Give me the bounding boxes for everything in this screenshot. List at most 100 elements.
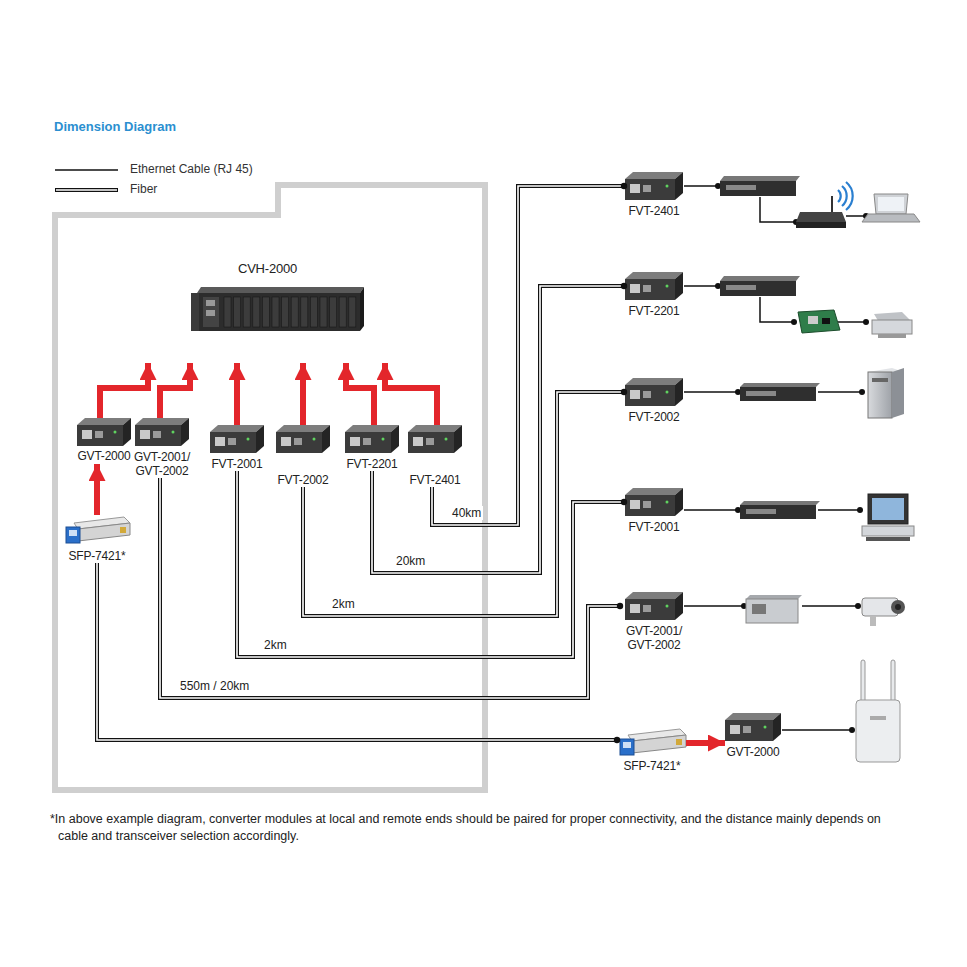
converter-module: FVT-2002 bbox=[625, 378, 683, 424]
fiber-core bbox=[432, 186, 625, 525]
chassis-slot bbox=[282, 297, 289, 327]
distance-label: 2km bbox=[262, 638, 289, 652]
fiber-cable bbox=[237, 471, 625, 657]
node-label: SFP-7421* bbox=[618, 759, 686, 773]
desktop-pc bbox=[862, 494, 914, 541]
chassis-slot bbox=[234, 297, 241, 327]
chassis bbox=[191, 287, 364, 331]
chassis-slot bbox=[253, 297, 260, 327]
node-label: GVT-2001/ GVT-2002 bbox=[622, 624, 686, 652]
converter-icon bbox=[77, 418, 131, 446]
insert-arrow bbox=[94, 464, 100, 515]
chassis-node: CVH-2000 bbox=[140, 262, 395, 362]
distance-label: 550m / 20km bbox=[178, 679, 251, 693]
footnote: *In above example diagram, converter mod… bbox=[50, 811, 898, 845]
chassis-slot bbox=[349, 297, 356, 327]
converter-icon bbox=[625, 378, 683, 406]
chassis-slot bbox=[243, 297, 250, 327]
converter-module: FVT-2401 bbox=[408, 425, 462, 487]
printer bbox=[872, 312, 912, 338]
node-label: FVT-2001 bbox=[625, 520, 683, 534]
legend-text: Ethernet Cable (RJ 45) bbox=[130, 162, 253, 176]
converter-module: FVT-2201 bbox=[345, 425, 399, 471]
converter-module: FVT-2201 bbox=[625, 272, 683, 318]
distance-label: 2km bbox=[330, 597, 357, 611]
node-label: GVT-2001/ GVT-2002 bbox=[130, 450, 194, 478]
converter-icon bbox=[725, 713, 781, 741]
fiber-end-dot bbox=[621, 283, 627, 289]
fiber-core bbox=[303, 392, 625, 616]
chassis-slot bbox=[330, 297, 337, 327]
converter-icon bbox=[345, 425, 399, 453]
insert-arrow bbox=[346, 363, 374, 425]
cable-dot bbox=[715, 183, 869, 733]
chassis-slot bbox=[301, 297, 308, 327]
chassis-slot bbox=[272, 297, 279, 327]
ethernet-sample bbox=[55, 169, 118, 171]
fiber-end-dot bbox=[617, 603, 623, 609]
video-server bbox=[746, 595, 802, 623]
converter-module: FVT-2001 bbox=[625, 488, 683, 534]
node-label: FVT-2401 bbox=[625, 204, 683, 218]
fiber-core bbox=[97, 563, 618, 740]
converter-icon bbox=[625, 488, 683, 516]
converter-icon bbox=[210, 425, 264, 453]
ethernet-cable bbox=[684, 186, 866, 730]
pc-tower bbox=[868, 368, 904, 418]
node-label: FVT-2002 bbox=[625, 410, 683, 424]
insert-arrow bbox=[234, 363, 240, 425]
converter-module: FVT-2002 bbox=[276, 425, 330, 487]
distance-label: 20km bbox=[394, 554, 427, 568]
converter-module: GVT-2001/ GVT-2002 bbox=[621, 592, 687, 652]
converter-icon bbox=[276, 425, 330, 453]
fiber-end-dot bbox=[621, 183, 627, 189]
node-label: CVH-2000 bbox=[140, 262, 395, 276]
fiber-end-dot bbox=[614, 737, 620, 743]
node-label: FVT-2401 bbox=[408, 473, 462, 487]
insert-arrow bbox=[100, 363, 148, 418]
fiber-sample-core bbox=[56, 189, 117, 191]
title: Dimension Diagram bbox=[54, 119, 176, 134]
fiber-cable bbox=[372, 286, 625, 573]
insert-arrow bbox=[300, 363, 306, 425]
fiber-end-dot bbox=[621, 389, 627, 395]
ip-camera bbox=[862, 598, 905, 626]
node-label: FVT-2002 bbox=[276, 473, 330, 487]
node-label: GVT-2000 bbox=[725, 745, 781, 759]
fiber-end-dot bbox=[621, 499, 627, 505]
converter-icon bbox=[135, 418, 189, 446]
chassis-slot bbox=[224, 297, 231, 327]
fiber-cable bbox=[432, 186, 625, 525]
insert-arrow bbox=[160, 363, 190, 418]
distance-label: 40km bbox=[450, 506, 483, 520]
converter-module: GVT-2000 bbox=[725, 713, 781, 759]
insert-arrow bbox=[686, 740, 725, 746]
access-point bbox=[856, 660, 900, 762]
chassis-slot bbox=[310, 297, 317, 327]
converter-icon bbox=[625, 592, 683, 620]
fiber-cable bbox=[97, 563, 618, 740]
fiber-core bbox=[160, 478, 621, 698]
insert-arrow bbox=[385, 363, 437, 425]
fiber-core bbox=[237, 471, 625, 657]
sfp-icon bbox=[620, 729, 686, 755]
node-label: FVT-2201 bbox=[625, 304, 683, 318]
chassis-slot bbox=[320, 297, 327, 327]
wireless-router bbox=[796, 182, 853, 228]
converter-module: GVT-2001/ GVT-2002 bbox=[129, 418, 195, 478]
fiber-core bbox=[372, 286, 625, 573]
node-label: FVT-2001 bbox=[210, 457, 264, 471]
node-label: GVT-2000 bbox=[76, 449, 132, 463]
converter-icon bbox=[625, 172, 683, 200]
chassis-slot bbox=[262, 297, 269, 327]
sfp-icon bbox=[66, 517, 130, 543]
fiber-cable bbox=[160, 478, 621, 698]
converter-icon bbox=[625, 272, 683, 300]
sfp-module: SFP-7421* bbox=[64, 515, 130, 563]
node-label: FVT-2201 bbox=[345, 457, 399, 471]
legend-text: Fiber bbox=[130, 182, 157, 196]
converter-module: FVT-2401 bbox=[625, 172, 683, 218]
node-label: SFP-7421* bbox=[64, 549, 130, 563]
